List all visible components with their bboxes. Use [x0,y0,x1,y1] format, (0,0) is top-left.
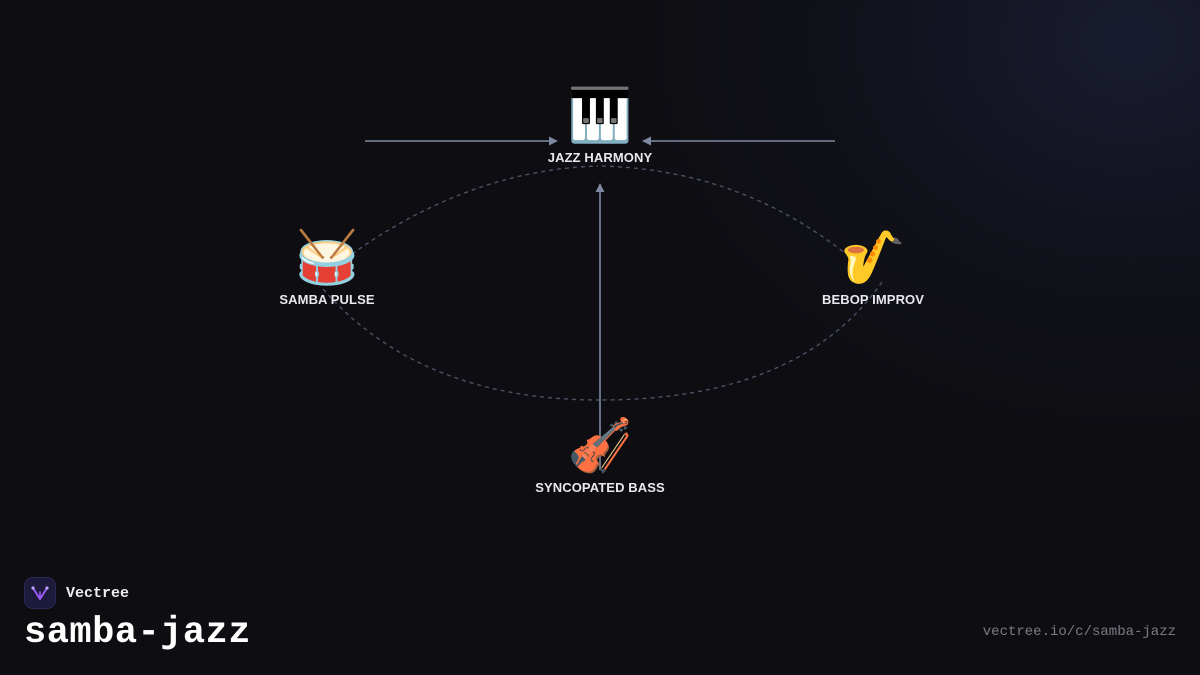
cycle-arc-bebop-to-bass [599,281,883,401]
node-samba-pulse[interactable]: 🥁 SAMBA PULSE [217,228,437,307]
brand: Vectree [24,577,129,609]
node-label: JAZZ HARMONY [547,150,653,165]
drum-icon: 🥁 [294,229,360,287]
cycle-arc-harmony-to-bebop [601,165,847,255]
saxophone-icon: 🎷 [840,229,906,287]
node-label: SYNCOPATED BASS [535,480,665,495]
node-label: BEBOP IMPROV [821,292,925,307]
node-jazz-harmony[interactable]: 🎹 JAZZ HARMONY [490,86,710,165]
vectree-logo-icon [24,577,56,609]
brand-name: Vectree [66,584,130,602]
page-title: samba-jazz [24,612,252,654]
node-syncopated-bass[interactable]: 🎻 SYNCOPATED BASS [490,416,710,495]
cycle-arc-samba-to-harmony [351,165,599,255]
piano-icon: 🎹 [567,87,633,145]
violin-icon: 🎻 [567,417,633,475]
page-url[interactable]: vectree.io/c/samba-jazz [982,624,1176,640]
node-label: SAMBA PULSE [279,292,375,307]
cycle-arc-bass-to-samba [322,288,601,401]
node-bebop-improv[interactable]: 🎷 BEBOP IMPROV [763,228,983,307]
